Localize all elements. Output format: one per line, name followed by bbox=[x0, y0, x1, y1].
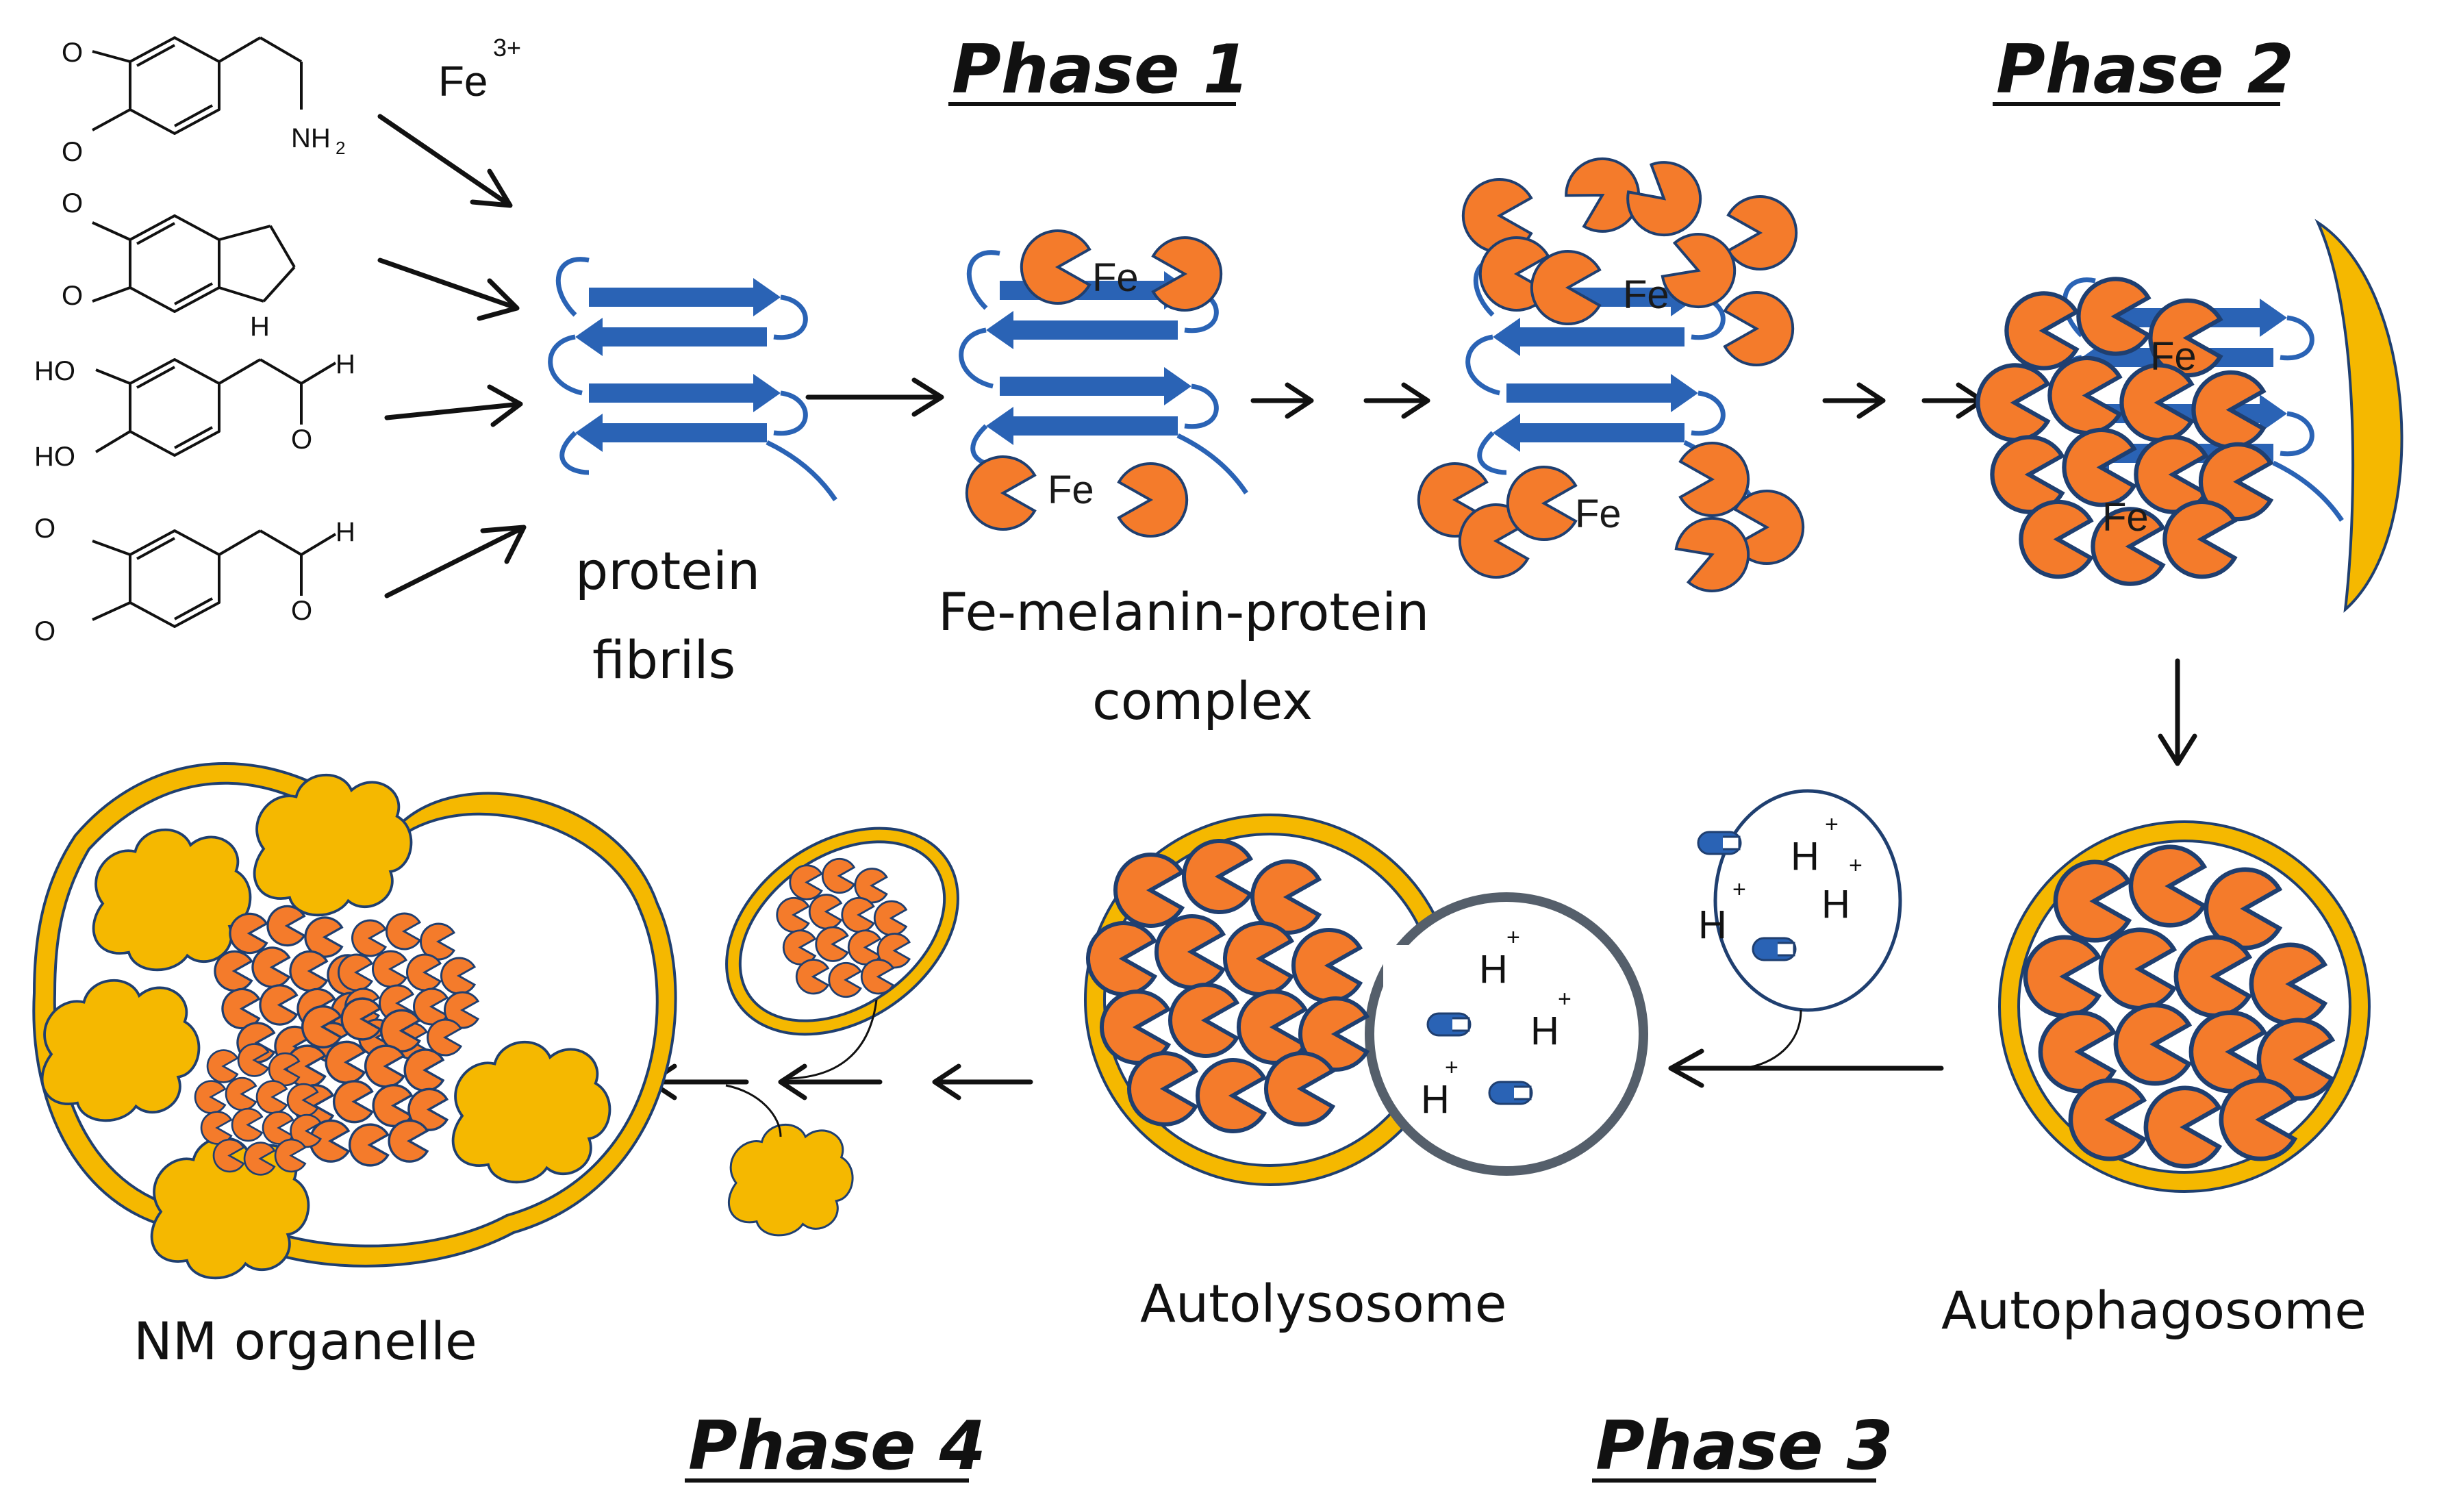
phase-2-title: Phase 2 bbox=[1993, 31, 2294, 109]
svg-text:H: H bbox=[336, 349, 355, 379]
svg-text:O: O bbox=[62, 38, 83, 68]
svg-text:+: + bbox=[1558, 986, 1572, 1012]
arrows-complex-growth bbox=[1250, 382, 1430, 419]
svg-text:+: + bbox=[1849, 853, 1863, 879]
expanded-melanin-complex: Fe Fe bbox=[1417, 144, 1805, 601]
protein-fibrils bbox=[551, 260, 835, 500]
svg-text:HO: HO bbox=[34, 356, 75, 386]
svg-text:+: + bbox=[1825, 811, 1839, 837]
svg-text:O: O bbox=[291, 425, 312, 455]
dopamine-quinone-structure: O O NH 2 bbox=[62, 36, 345, 167]
lipid-droplet bbox=[727, 1123, 854, 1237]
svg-text:O: O bbox=[34, 514, 55, 544]
svg-text:NH: NH bbox=[291, 123, 331, 153]
svg-text:Fe: Fe bbox=[2150, 334, 2197, 379]
svg-text:+: + bbox=[1506, 924, 1520, 950]
svg-text:H: H bbox=[336, 517, 355, 547]
arrow-to-autolysosome bbox=[1668, 1048, 1944, 1088]
svg-text:Fe: Fe bbox=[1048, 468, 1094, 512]
svg-text:H: H bbox=[1698, 903, 1727, 947]
indole-quinone-structure: O O H bbox=[62, 188, 296, 342]
svg-text:O: O bbox=[34, 616, 55, 646]
svg-text:3+: 3+ bbox=[493, 34, 521, 62]
svg-text:O: O bbox=[291, 596, 312, 626]
autolysosome-label: Autolysosome bbox=[1140, 1273, 1507, 1334]
small-melanin-vesicle bbox=[725, 827, 959, 1036]
svg-text:2: 2 bbox=[336, 138, 345, 158]
svg-text:O: O bbox=[62, 281, 83, 311]
svg-text:Fe-melanin-protein: Fe-melanin-protein bbox=[938, 581, 1429, 642]
nm-organelle-label: NM organelle bbox=[134, 1311, 477, 1372]
precursor-arrows bbox=[377, 114, 527, 598]
svg-text:HO: HO bbox=[34, 442, 75, 472]
vesicle-to-arrow-connector bbox=[783, 999, 878, 1080]
svg-text:Fe: Fe bbox=[1623, 273, 1669, 317]
svg-text:Phase 3: Phase 3 bbox=[1595, 1407, 1893, 1485]
dopal-structure: HO HO H O bbox=[34, 349, 355, 472]
svg-text:H: H bbox=[1421, 1077, 1450, 1122]
melanin-protein-aggregate: Fe Fe bbox=[1978, 279, 2342, 583]
svg-text:O: O bbox=[62, 137, 83, 167]
phase-3-title: Phase 3 bbox=[1592, 1407, 1893, 1485]
svg-text:Fe: Fe bbox=[1092, 255, 1139, 300]
svg-text:Fe: Fe bbox=[1575, 492, 1622, 536]
svg-text:O: O bbox=[62, 188, 83, 218]
complex-label: Fe-melanin-protein complex bbox=[938, 581, 1429, 731]
svg-text:Phase 1: Phase 1 bbox=[952, 31, 1250, 109]
phase-1-title: Phase 1 bbox=[948, 31, 1250, 109]
svg-text:protein: protein bbox=[575, 540, 760, 601]
lysosome-vesicle: H + + H + H bbox=[1697, 789, 1902, 1012]
svg-text:H: H bbox=[1530, 1009, 1559, 1053]
nm-organelle bbox=[32, 762, 677, 1280]
svg-text:H: H bbox=[250, 312, 270, 342]
svg-text:complex: complex bbox=[1092, 670, 1313, 731]
dopal-quinone-structure: O O H O bbox=[34, 514, 355, 646]
svg-text:Phase 4: Phase 4 bbox=[688, 1407, 986, 1485]
svg-text:+: + bbox=[1732, 877, 1746, 903]
vesicle-fusion-connector bbox=[1742, 1009, 1802, 1070]
autophagosome-label: Autophagosome bbox=[1941, 1280, 2367, 1341]
svg-text:+: + bbox=[1445, 1055, 1459, 1081]
iron-label: Fe 3+ bbox=[438, 34, 521, 105]
arrows-to-aggregate bbox=[1822, 382, 1985, 419]
arrow-to-complex bbox=[805, 377, 944, 417]
svg-text:H: H bbox=[1791, 834, 1819, 879]
svg-text:H: H bbox=[1821, 882, 1850, 927]
arrow-down-to-autophagosome bbox=[2158, 658, 2197, 766]
svg-text:H: H bbox=[1479, 947, 1508, 992]
autophagosome bbox=[1998, 820, 2371, 1193]
svg-text:Fe: Fe bbox=[438, 58, 488, 105]
svg-text:Phase 2: Phase 2 bbox=[1996, 31, 2294, 109]
autolysosome: H + H + H + bbox=[1084, 814, 1648, 1186]
phagophore-membrane bbox=[2314, 218, 2403, 613]
phase-4-title: Phase 4 bbox=[685, 1407, 986, 1485]
droplet-connector bbox=[725, 1084, 782, 1137]
protein-fibrils-label: protein fibrils bbox=[575, 540, 760, 690]
fe-melanin-protein-complex: Fe Fe bbox=[961, 229, 1246, 538]
phase-4-arrows bbox=[648, 1063, 1033, 1100]
svg-text:Fe: Fe bbox=[2102, 495, 2149, 540]
svg-text:fibrils: fibrils bbox=[592, 629, 735, 690]
